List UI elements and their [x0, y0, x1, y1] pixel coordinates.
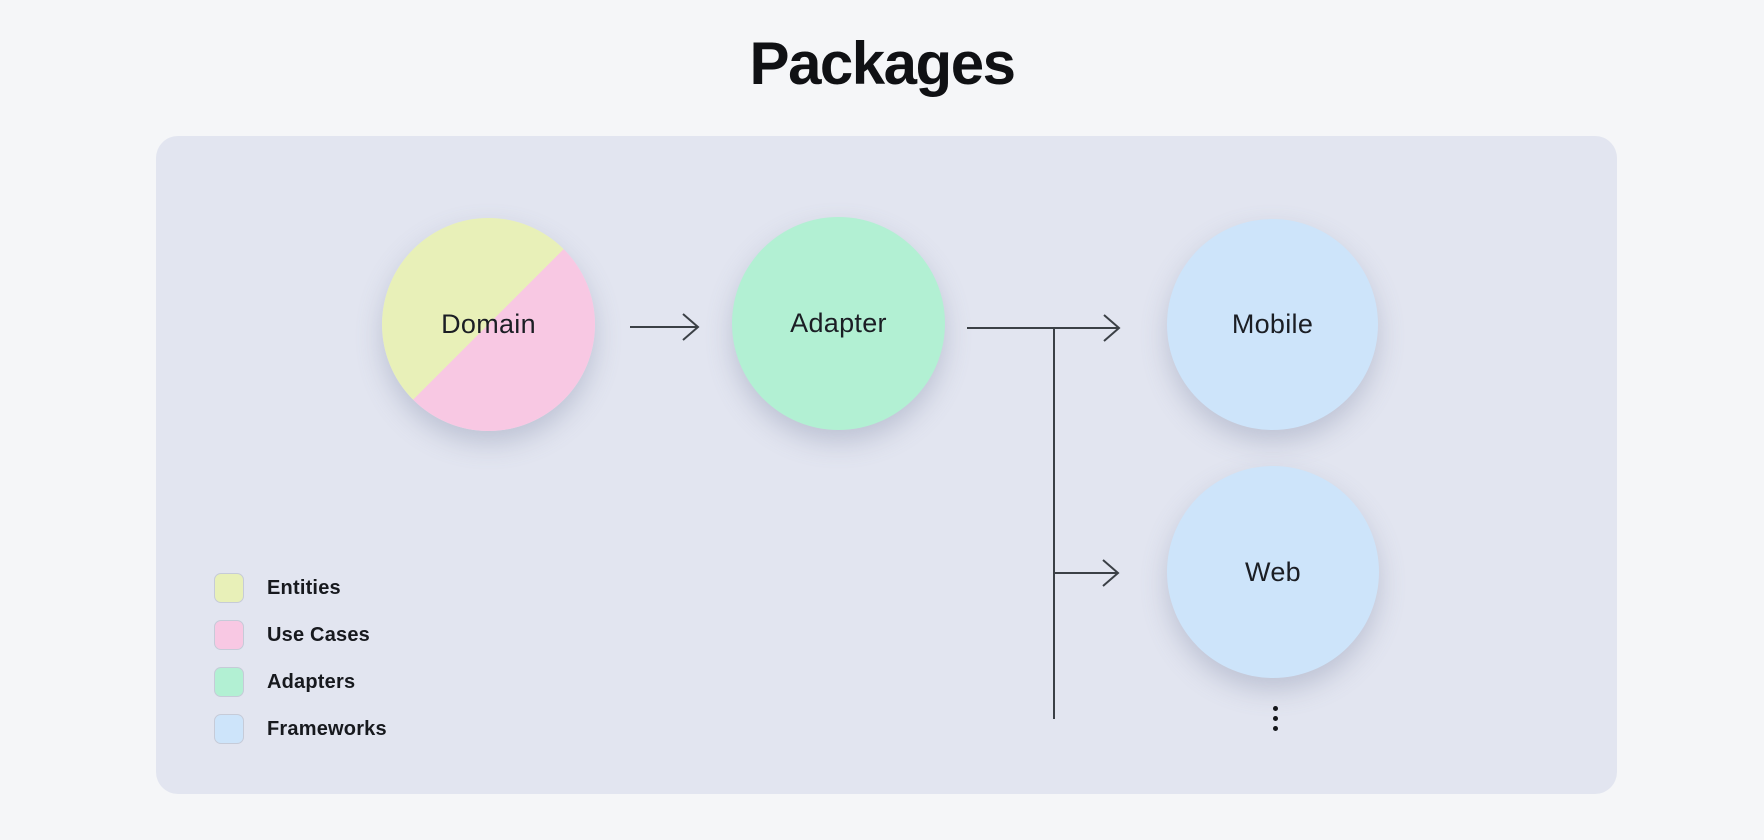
legend-label-frameworks: Frameworks	[267, 717, 387, 740]
legend-item-use-cases: Use Cases	[214, 620, 387, 650]
use-cases-swatch-icon	[214, 620, 244, 650]
node-adapter: Adapter	[732, 217, 945, 430]
ellipsis-dot	[1273, 726, 1278, 731]
legend-label-entities: Entities	[267, 576, 341, 599]
legend-item-entities: Entities	[214, 573, 387, 603]
node-domain: Domain	[382, 218, 595, 431]
adapters-swatch-icon	[214, 667, 244, 697]
node-mobile-label: Mobile	[1231, 309, 1314, 339]
legend-label-adapters: Adapters	[267, 670, 356, 693]
legend-label-use-cases: Use Cases	[267, 623, 370, 646]
frameworks-swatch-icon	[214, 714, 244, 744]
node-adapter-label: Adapter	[790, 308, 887, 338]
node-mobile: Mobile	[1167, 219, 1378, 430]
ellipsis-dot	[1273, 706, 1278, 711]
entities-swatch-icon	[214, 573, 244, 603]
node-domain-label: Domain	[441, 309, 536, 339]
node-web: Web	[1167, 466, 1379, 678]
legend-item-frameworks: Frameworks	[214, 714, 387, 744]
node-web-label: Web	[1245, 556, 1301, 587]
vertical-ellipsis-icon	[1273, 706, 1278, 731]
legend: Entities Use Cases Adapters Frameworks	[214, 573, 387, 744]
page-title: Packages	[749, 30, 1016, 97]
legend-item-adapters: Adapters	[214, 667, 387, 697]
ellipsis-dot	[1273, 716, 1278, 721]
